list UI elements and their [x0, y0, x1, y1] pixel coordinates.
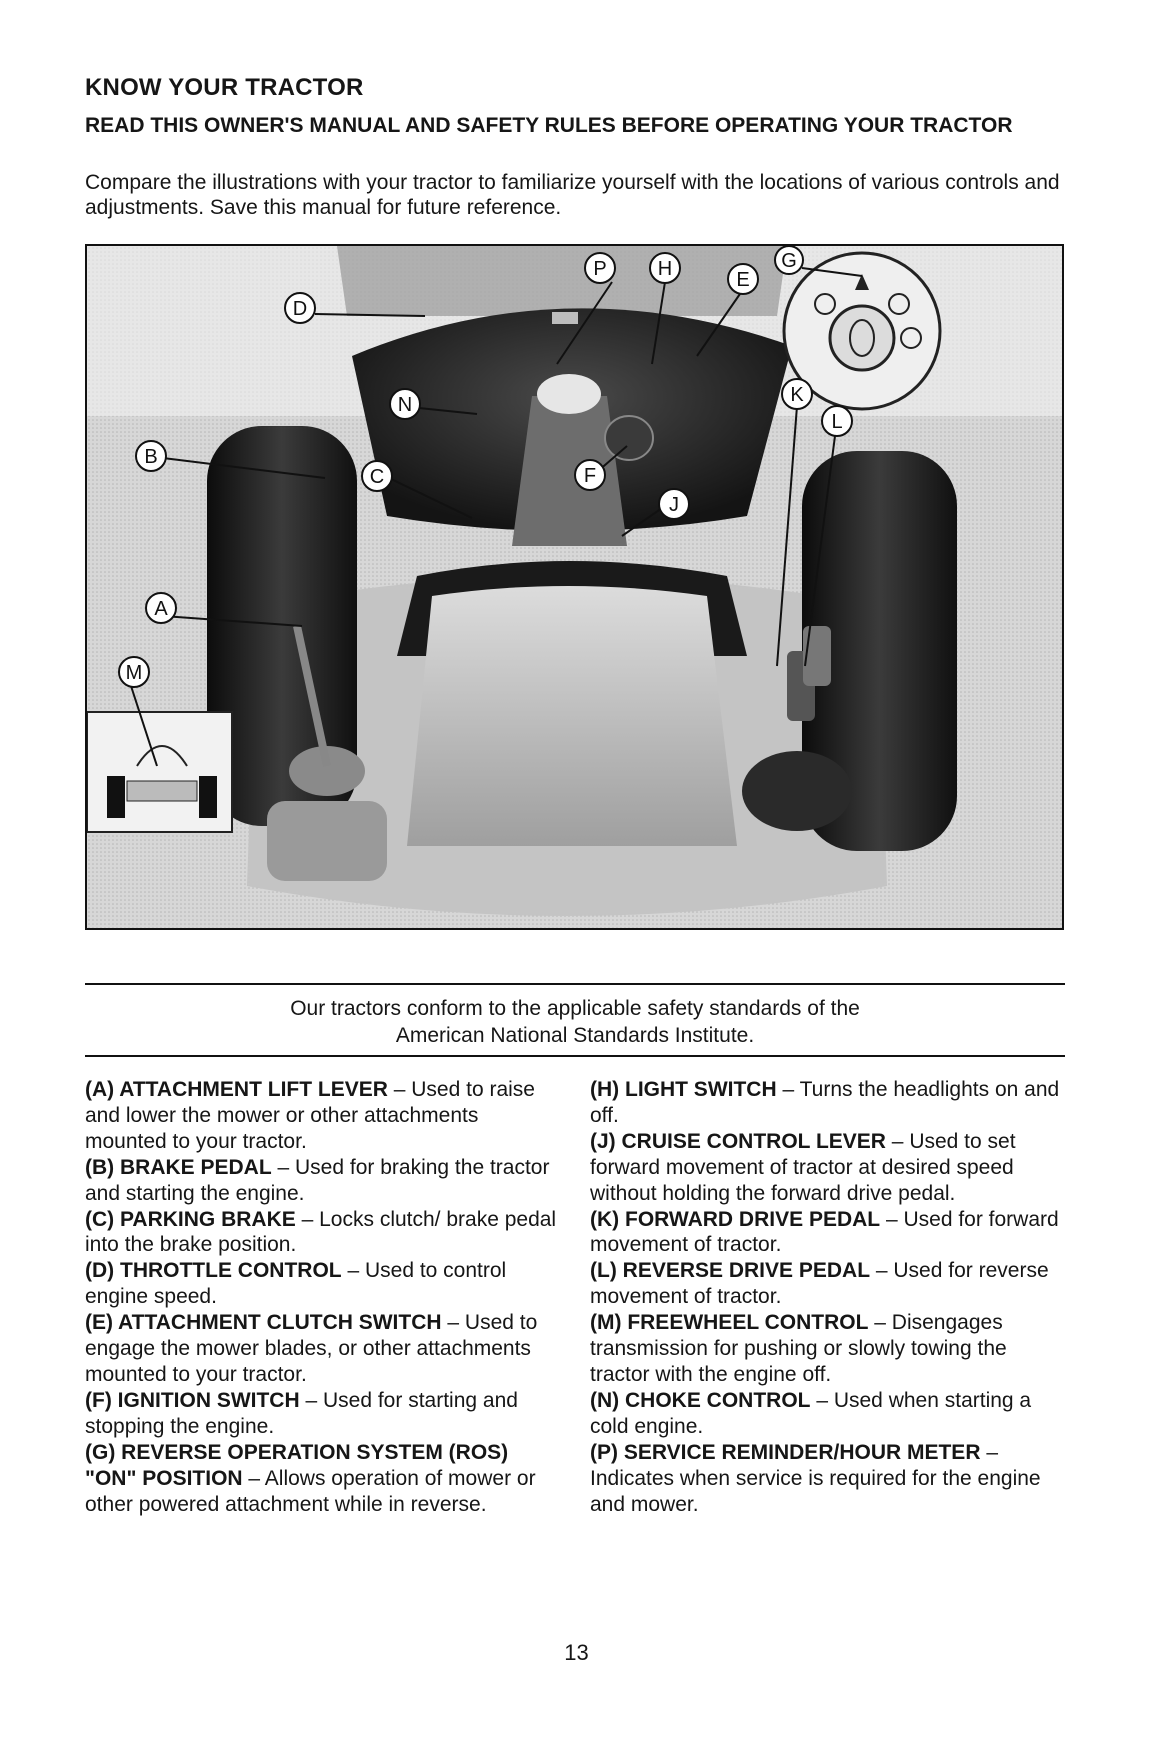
callout-d: D [284, 292, 316, 324]
control-term: (M) FREEWHEEL CONTROL [590, 1311, 869, 1335]
svg-text:F: F [584, 465, 596, 487]
right-rear-tire [802, 451, 957, 851]
callout-b: B [135, 440, 167, 472]
control-entry-e: (E) ATTACHMENT CLUTCH SWITCH – Used to e… [85, 1310, 565, 1388]
control-entry-f: (F) IGNITION SWITCH – Used for starting … [85, 1388, 565, 1440]
control-term: (F) IGNITION SWITCH [85, 1388, 300, 1412]
control-entry-a: (A) ATTACHMENT LIFT LEVER – Used to rais… [85, 1077, 565, 1155]
page-subtitle: READ THIS OWNER'S MANUAL AND SAFETY RULE… [85, 114, 1013, 137]
control-term: (A) ATTACHMENT LIFT LEVER [85, 1078, 388, 1101]
callout-n: N [389, 388, 421, 420]
control-term: (L) REVERSE DRIVE PEDAL [590, 1259, 871, 1283]
control-desc: – Disengages transmission for pushing or… [590, 1311, 1007, 1386]
control-entry-p: (P) SERVICE REMINDER/HOUR METER – Indica… [590, 1440, 1070, 1518]
svg-text:E: E [736, 269, 749, 291]
svg-text:L: L [831, 411, 842, 433]
control-desc: – Used to set forward movement of tracto… [590, 1129, 1016, 1205]
control-entry-d: (D) THROTTLE CONTROL – Used to control e… [85, 1258, 565, 1310]
svg-text:H: H [658, 258, 672, 280]
control-desc: – Indicates when service is required for… [590, 1440, 1041, 1516]
seat [407, 586, 737, 846]
callout-markers: P H E G D N B C F J K L A M [118, 246, 853, 688]
control-term: (J) CRUISE CONTROL LEVER [590, 1129, 886, 1153]
standards-line-2: American National Standards Institute. [395, 1024, 755, 1047]
control-term: (G) REVERSE OPERATION SYSTEM (ROS) "ON" … [85, 1440, 509, 1490]
svg-text:N: N [398, 394, 412, 416]
control-desc: – Used when starting a cold engine. [590, 1388, 1032, 1438]
control-term: (E) ATTACHMENT CLUTCH SWITCH [85, 1311, 442, 1335]
control-desc: – Used to engage the mower blades, or ot… [85, 1311, 538, 1386]
control-term: (P) SERVICE REMINDER/HOUR METER [590, 1440, 981, 1464]
control-entry-b: (B) BRAKE PEDAL – Used for braking the t… [85, 1155, 565, 1207]
control-entry-l: (L) REVERSE DRIVE PEDAL – Used for rever… [590, 1258, 1070, 1310]
control-desc: – Turns the headlights on and off. [590, 1078, 1060, 1127]
svg-text:D: D [293, 298, 307, 320]
divider-top [85, 983, 1065, 985]
tractor-illustration: P H E G D N B C F J K L A M [85, 244, 1064, 930]
svg-text:G: G [781, 250, 797, 272]
callout-a: A [145, 592, 177, 624]
svg-text:P: P [593, 258, 606, 280]
callout-h: H [649, 252, 681, 284]
controls-list-left: (A) ATTACHMENT LIFT LEVER – Used to rais… [85, 1077, 565, 1517]
callout-l: L [821, 405, 853, 437]
callout-p: P [584, 252, 616, 284]
control-entry-n: (N) CHOKE CONTROL – Used when starting a… [590, 1388, 1070, 1440]
svg-text:B: B [144, 446, 157, 468]
divider-bottom [85, 1055, 1065, 1057]
standards-note: Our tractors conform to the applicable s… [85, 995, 1065, 1049]
control-entry-h: (H) LIGHT SWITCH – Turns the headlights … [590, 1077, 1070, 1129]
svg-text:K: K [790, 384, 804, 406]
controls-list-right: (H) LIGHT SWITCH – Turns the headlights … [590, 1077, 1070, 1517]
callout-f: F [574, 459, 606, 491]
control-entry-j: (J) CRUISE CONTROL LEVER – Used to set f… [590, 1129, 1070, 1207]
control-desc: – Used for starting and stopping the eng… [85, 1388, 518, 1438]
control-desc: – Locks clutch/ brake pedal into the bra… [85, 1207, 557, 1257]
callout-c: C [361, 460, 393, 492]
control-term: (H) LIGHT SWITCH [590, 1078, 777, 1101]
steering-hub [537, 374, 601, 414]
control-term: (N) CHOKE CONTROL [590, 1388, 811, 1412]
intro-paragraph: Compare the illustrations with your trac… [85, 171, 1060, 219]
steering-column [512, 396, 627, 546]
control-desc: – Allows operation of mower or other pow… [85, 1466, 536, 1516]
control-desc: – Used to control engine speed. [85, 1259, 507, 1309]
control-entry-g: (G) REVERSE OPERATION SYSTEM (ROS) "ON" … [85, 1440, 565, 1518]
page-number: 13 [564, 1640, 589, 1665]
control-term: (D) THROTTLE CONTROL [85, 1259, 342, 1283]
control-term: (K) FORWARD DRIVE PEDAL [590, 1207, 881, 1231]
callout-k: K [781, 378, 813, 410]
callout-j: J [658, 488, 690, 520]
control-entry-k: (K) FORWARD DRIVE PEDAL – Used for forwa… [590, 1207, 1070, 1259]
cup-holder [742, 751, 852, 831]
callout-m: M [118, 656, 150, 688]
callout-g: G [774, 246, 804, 275]
svg-text:C: C [370, 466, 384, 488]
callout-leader-lines [130, 267, 863, 767]
control-desc: – Used to raise and lower the mower or o… [85, 1078, 535, 1153]
svg-text:J: J [669, 494, 679, 516]
svg-text:M: M [126, 662, 143, 684]
control-term: (B) BRAKE PEDAL [85, 1155, 272, 1179]
control-entry-m: (M) FREEWHEEL CONTROL – Disengages trans… [590, 1310, 1070, 1388]
tractor-illustration-svg: P H E G D N B C F J K L A M [87, 246, 1062, 928]
svg-text:A: A [154, 598, 168, 620]
callout-e: E [727, 263, 759, 295]
page-title: KNOW YOUR TRACTOR [85, 74, 364, 101]
control-desc: – Used for braking the tractor and start… [85, 1155, 550, 1205]
control-desc: – Used for forward movement of tractor. [590, 1207, 1059, 1257]
freewheel-knob [289, 746, 365, 796]
control-entry-c: (C) PARKING BRAKE – Locks clutch/ brake … [85, 1207, 565, 1259]
control-desc: – Used for reverse movement of tractor. [590, 1259, 1049, 1309]
standards-line-1: Our tractors conform to the applicable s… [290, 997, 860, 1020]
control-term: (C) PARKING BRAKE [85, 1207, 296, 1231]
